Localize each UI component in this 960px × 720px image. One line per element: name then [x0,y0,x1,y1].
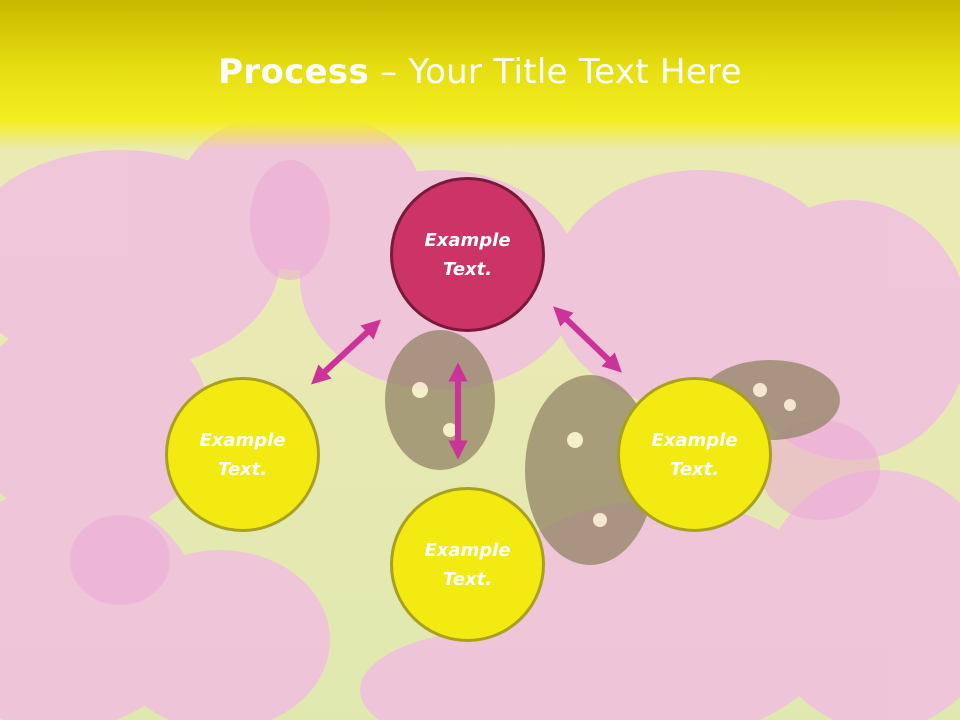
node-right-line2: Text. [669,458,720,480]
node-left-line2: Text. [217,458,268,480]
process-node-right[interactable]: Example Text. [617,377,772,532]
node-bottom-line2: Text. [442,568,493,590]
node-top-line2: Text. [442,258,493,280]
node-bottom-line1: Example [424,539,511,561]
arrow-top-left [310,319,382,385]
node-right-line1: Example [651,429,738,451]
node-top-line1: Example [424,229,511,251]
node-left-line1: Example [199,429,286,451]
title-bold: Process [218,52,370,92]
process-node-bottom[interactable]: Example Text. [390,487,545,642]
title-band [0,0,960,150]
title-rest: – Your Title Text Here [369,52,742,92]
arrow-top-right [553,306,622,373]
process-node-top[interactable]: Example Text. [390,177,545,332]
slide-title: Process – Your Title Text Here [0,52,960,92]
process-node-left[interactable]: Example Text. [165,377,320,532]
